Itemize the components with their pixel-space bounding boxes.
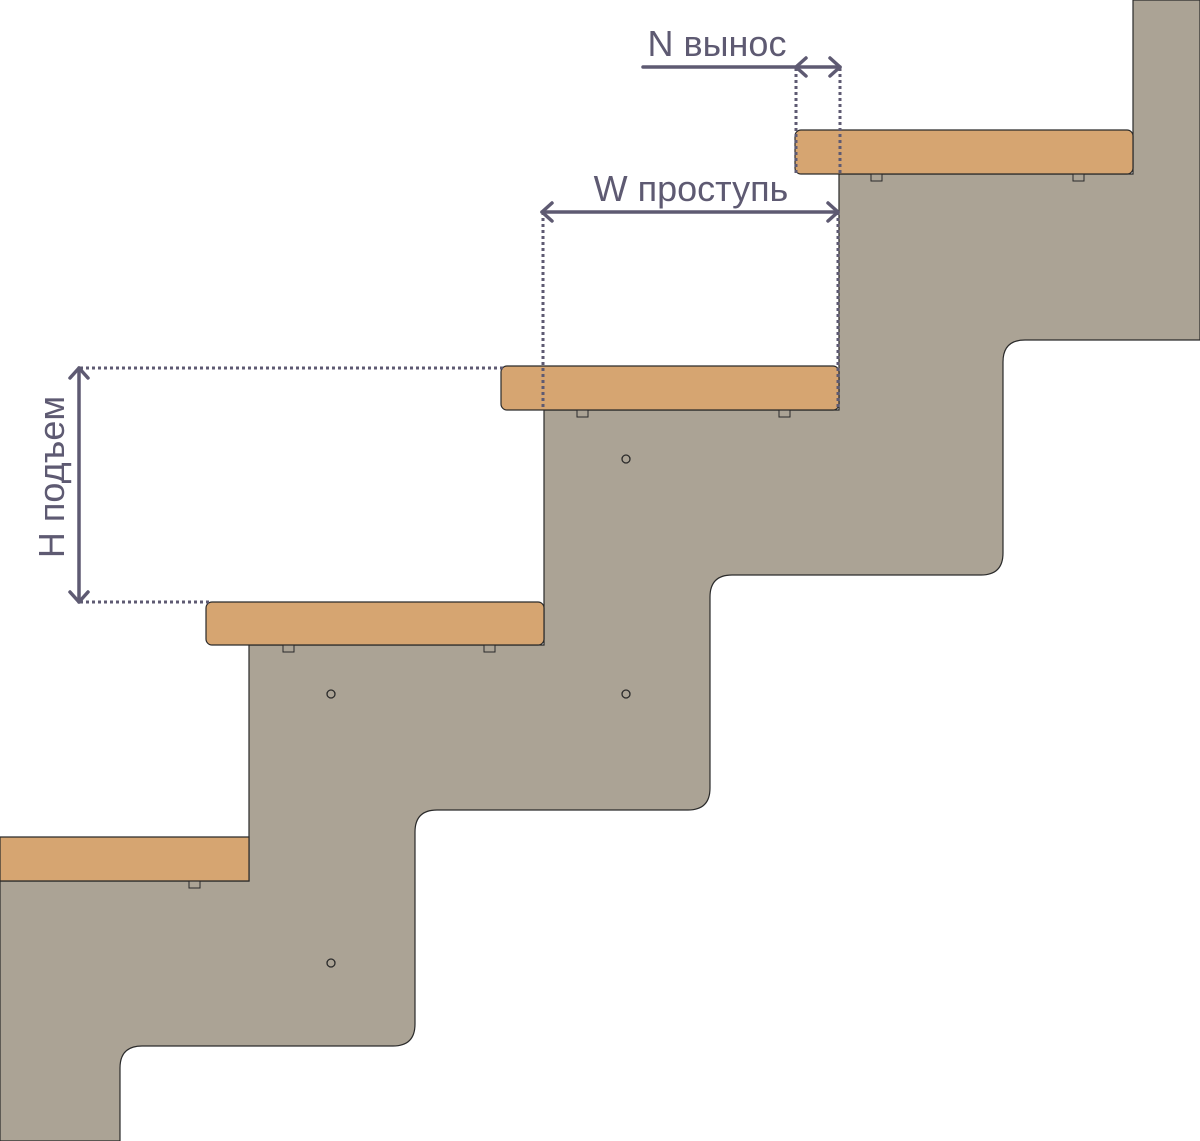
tread-label: W проступь bbox=[594, 168, 789, 209]
bolt-hole bbox=[326, 958, 336, 968]
bracket bbox=[870, 173, 883, 182]
dimension-lines bbox=[68, 56, 842, 604]
treads bbox=[0, 129, 1134, 882]
bracket bbox=[282, 644, 295, 653]
bolt-holes bbox=[326, 454, 631, 968]
tread-arrow-right-icon bbox=[826, 201, 840, 223]
dimension-guides bbox=[80, 68, 842, 604]
bolt-hole bbox=[326, 689, 336, 699]
tread-board-3 bbox=[500, 365, 840, 411]
bracket bbox=[1072, 173, 1085, 182]
bolt-hole bbox=[621, 454, 631, 464]
bracket bbox=[778, 409, 791, 418]
rise-label: H подъем bbox=[31, 396, 72, 558]
tread-board-2 bbox=[205, 601, 545, 646]
bracket bbox=[483, 644, 496, 653]
overhang-arrow-right-icon bbox=[828, 56, 842, 78]
rise-arrow-top-icon bbox=[68, 366, 90, 380]
overhang-arrow-left-icon bbox=[794, 56, 808, 78]
rise-arrow-bottom-icon bbox=[68, 590, 90, 604]
bolt-hole bbox=[621, 689, 631, 699]
dimension-labels: N вынос W проступь H подъем bbox=[31, 23, 788, 558]
tread-board-1 bbox=[0, 836, 250, 882]
bracket bbox=[576, 409, 589, 418]
overhang-label: N вынос bbox=[648, 23, 787, 64]
bracket bbox=[188, 880, 201, 889]
tread-arrow-left-icon bbox=[540, 201, 554, 223]
tread-board-4 bbox=[794, 129, 1134, 175]
